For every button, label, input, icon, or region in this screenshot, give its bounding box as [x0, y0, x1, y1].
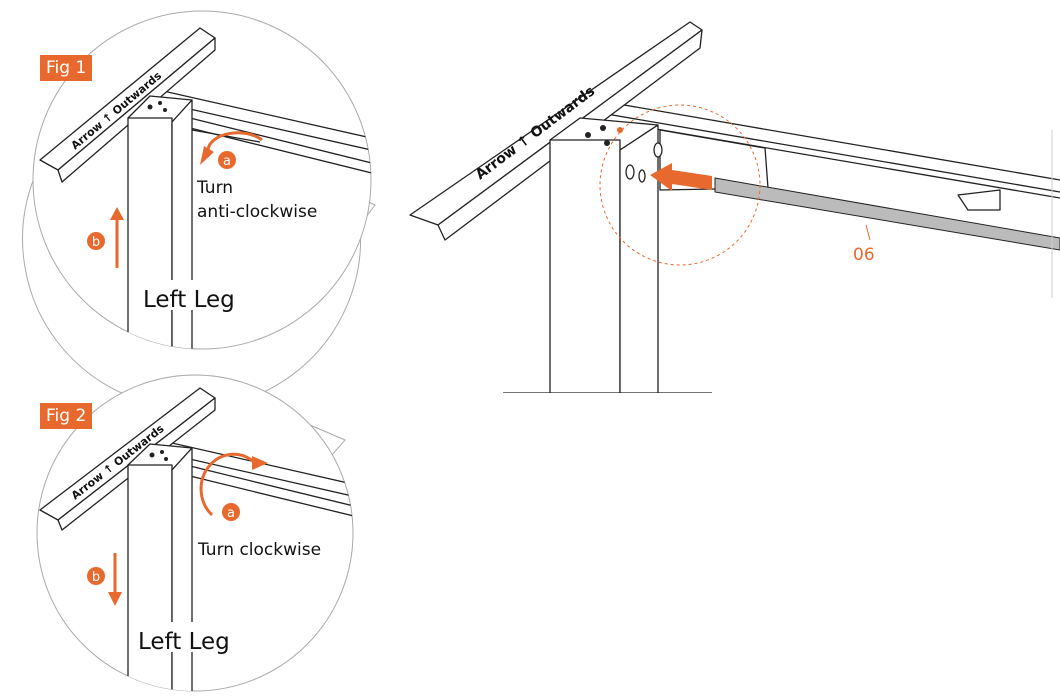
frame-clip	[957, 189, 1001, 211]
fig1-step-a-badge	[218, 151, 236, 169]
rod-06	[714, 177, 1060, 251]
insert-arrow	[650, 163, 712, 191]
part-number-label: 06	[853, 245, 875, 265]
fig1-detail: Arrow ↑ Outwards a Turn anti-clockwise b…	[22, 10, 376, 409]
svg-text:a: a	[227, 506, 235, 521]
fig1-step-b-badge	[87, 232, 105, 250]
fig1-label: Fig 1	[40, 55, 93, 81]
fig2-rotate-arrow	[199, 452, 257, 517]
fig1-leg-label: Left Leg	[143, 287, 235, 313]
fig2-step-a-badge	[222, 503, 240, 521]
svg-text:a: a	[223, 154, 231, 169]
fig2-label: Fig 2	[40, 403, 93, 429]
main-assembly: Arrow ↑ Outwards	[409, 21, 1060, 393]
detail-dashed-circle	[599, 104, 761, 266]
fig2-leg-label: Left Leg	[138, 629, 230, 655]
fig2-step-b-badge	[87, 567, 105, 585]
fig1-rotate-arrow	[206, 131, 263, 151]
fig2-detail: Arrow ↑ Outwards a Turn clockwise b Left…	[36, 374, 354, 692]
fig1-instruction-line1: Turn	[196, 178, 233, 198]
fig2-instruction: Turn clockwise	[197, 540, 321, 560]
svg-text:b: b	[92, 235, 100, 250]
part-leader-line	[865, 224, 871, 241]
svg-text:b: b	[92, 570, 100, 585]
fig1-instruction-line2: anti-clockwise	[197, 202, 317, 222]
